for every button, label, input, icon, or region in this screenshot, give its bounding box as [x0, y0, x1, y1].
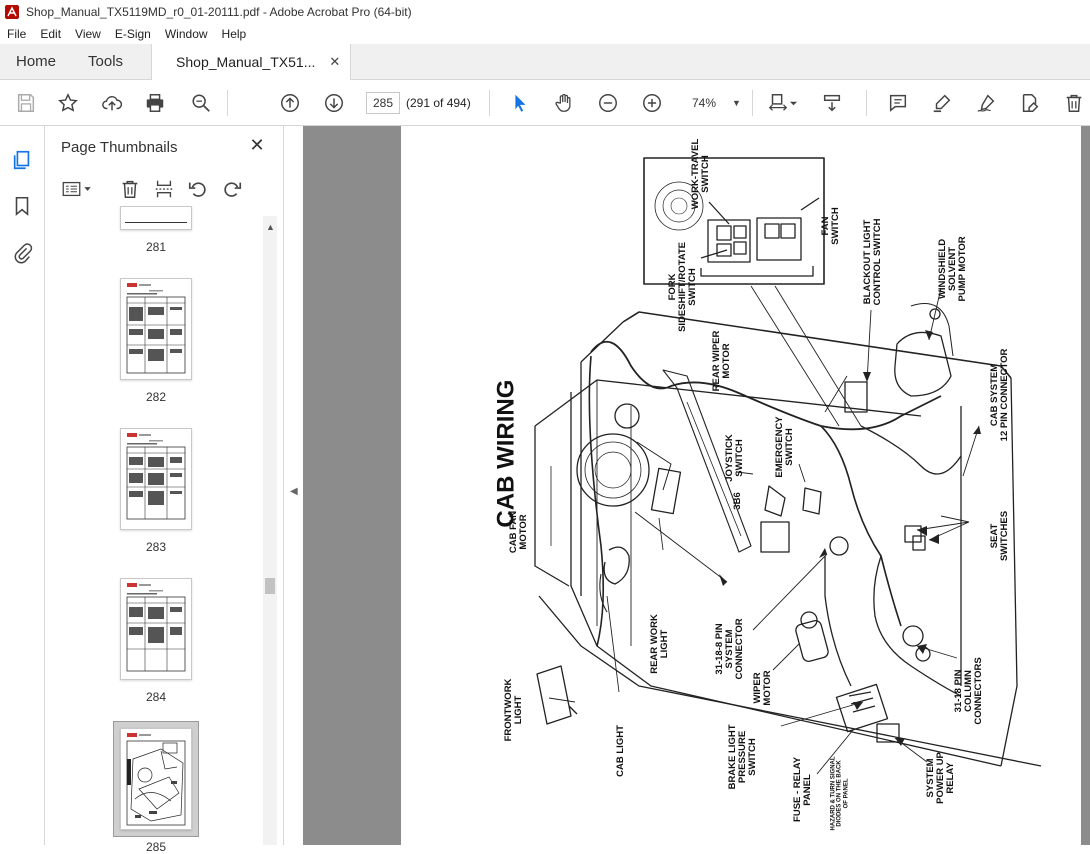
print-icon[interactable]: [139, 87, 171, 119]
label-hazard-note: HAZARD & TURN SIGNAL DIODES ON THE BACK …: [830, 756, 850, 831]
zoom-in-icon[interactable]: [636, 87, 668, 119]
menu-window[interactable]: Window: [164, 27, 208, 41]
label-column-connectors: 31-18 PIN COLUMN CONNECTORS: [953, 657, 984, 725]
page-thumbnail-284[interactable]: [120, 578, 192, 680]
tab-document[interactable]: Shop_Manual_TX51... ✕: [151, 44, 352, 80]
hand-tool-icon[interactable]: [548, 87, 580, 119]
tab-tools[interactable]: Tools: [88, 53, 124, 70]
menu-edit[interactable]: Edit: [40, 27, 62, 41]
label-rear-work-light: REAR WORK LIGHT: [649, 614, 670, 674]
title-bar: Shop_Manual_TX5119MD_r0_01-20111.pdf - A…: [0, 0, 1090, 24]
menu-file[interactable]: File: [7, 27, 27, 41]
tab-bar: Home Tools Shop_Manual_TX51... ✕: [0, 44, 1090, 80]
label-system-connector: 31-18-8 PIN SYSTEM CONNECTOR: [714, 618, 745, 680]
zoom-out-icon[interactable]: [592, 87, 624, 119]
page-thumbnail-281[interactable]: [120, 206, 192, 230]
left-navigation-rail: [0, 126, 45, 845]
label-cab-light: CAB LIGHT: [615, 725, 627, 777]
thumbnail-label: 284: [145, 690, 167, 704]
label-cab-system-connector: CAB SYSTEM 12 PIN CONNECTOR: [989, 348, 1010, 442]
label-fork-sideshift-switch: FORK SIDESHIFT/ROTATE SWITCH: [667, 242, 698, 332]
cab-wiring-diagram: [534, 157, 1042, 775]
tab-home[interactable]: Home: [16, 53, 57, 70]
toolbar-separator: [227, 90, 228, 116]
attachment-paperclip-icon[interactable]: [10, 240, 34, 264]
zoom-level-dropdown[interactable]: 74% ▼: [680, 92, 744, 114]
delete-pages-icon[interactable]: [117, 176, 143, 202]
delete-trash-icon[interactable]: [1058, 87, 1090, 119]
select-cursor-icon[interactable]: [504, 87, 536, 119]
next-page-icon[interactable]: [318, 87, 350, 119]
label-blackout-light-switch: BLACKOUT LIGHT CONTROL SWITCH: [862, 218, 883, 306]
save-icon[interactable]: [10, 87, 42, 119]
scroll-up-arrow-icon[interactable]: ▲: [266, 222, 275, 232]
fill-sign-icon[interactable]: [1014, 87, 1046, 119]
rotate-counterclockwise-icon[interactable]: [185, 176, 211, 202]
draw-sign-icon[interactable]: [970, 87, 1002, 119]
thumbnail-label: 283: [145, 540, 167, 554]
menu-bar: File Edit View E-Sign Window Help: [0, 24, 1090, 44]
page-number-input[interactable]: 285: [366, 92, 400, 114]
close-tab-icon[interactable]: ✕: [329, 54, 341, 69]
label-joystick-switch: JOYSTICK SWITCH: [724, 434, 745, 482]
toolbar-separator: [866, 90, 867, 116]
label-fuse-relay-panel: FUSE - RELAY PANEL: [792, 756, 813, 822]
document-tab-label: Shop_Manual_TX51...: [176, 54, 316, 70]
scrollbar-thumb[interactable]: [265, 578, 275, 594]
label-fan-switch: FAN SWITCH: [820, 207, 841, 245]
page-fit-icon[interactable]: [762, 87, 794, 119]
pdf-page: CAB WIRING WORK-TRAVEL SWITCH FAN SWITCH…: [401, 126, 1081, 845]
label-power-up-relay: SYSTEM POWER UP RELAY: [925, 752, 956, 804]
menu-view[interactable]: View: [75, 27, 101, 41]
label-windshield-pump-motor: WINDSHIELD SOLVENT PUMP MOTOR: [937, 236, 968, 302]
thumbnail-list: 281 282: [45, 206, 263, 854]
label-seat-switches: SEAT SWITCHES: [989, 510, 1010, 562]
upload-cloud-icon[interactable]: [96, 87, 128, 119]
toolbar-separator: [489, 90, 490, 116]
label-front-work-light: FRONTWORK LIGHT: [503, 678, 524, 742]
label-brake-light-switch: BRAKE LIGHT PRESSURE SWITCH: [727, 724, 758, 790]
toolbar: 285 (291 of 494) 74% ▼: [0, 80, 1090, 126]
page-thumbnail-282[interactable]: [120, 278, 192, 380]
page-count: (291 of 494): [406, 96, 471, 110]
previous-page-icon[interactable]: [274, 87, 306, 119]
comment-icon[interactable]: [882, 87, 914, 119]
label-wiper-motor: WIPER MOTOR: [752, 670, 773, 706]
thumbnail-label: 285: [145, 840, 167, 854]
collapse-left-arrow-icon[interactable]: ◀: [290, 486, 298, 497]
document-viewport[interactable]: CAB WIRING WORK-TRAVEL SWITCH FAN SWITCH…: [303, 126, 1090, 845]
label-rear-wiper-motor: REAR WIPER MOTOR: [711, 330, 732, 392]
chevron-down-icon: ▼: [732, 98, 741, 108]
thumbnail-label: 282: [145, 390, 167, 404]
label-work-travel-switch: WORK-TRAVEL SWITCH: [690, 138, 711, 210]
page-thumbnail-285[interactable]: [120, 728, 192, 830]
extract-pages-icon[interactable]: [151, 176, 177, 202]
page-thumbnails-icon[interactable]: [10, 148, 34, 172]
acrobat-app-icon: [5, 5, 19, 19]
scroll-mode-icon[interactable]: [816, 87, 848, 119]
zoom-search-icon[interactable]: [185, 87, 217, 119]
thumbnail-toolbar: [59, 176, 279, 202]
panel-title: Page Thumbnails: [61, 139, 178, 156]
bookmark-icon[interactable]: [10, 194, 34, 218]
label-3b6: 3B6: [732, 492, 744, 510]
rotate-clockwise-icon[interactable]: [219, 176, 245, 202]
window-title: Shop_Manual_TX5119MD_r0_01-20111.pdf - A…: [26, 5, 412, 19]
thumbnail-options-icon[interactable]: [59, 176, 95, 202]
label-cab-fan-motor: CAB FAN MOTOR: [508, 510, 529, 554]
thumbnail-label: 281: [145, 240, 167, 254]
panel-collapse-handle[interactable]: ◀: [284, 126, 303, 845]
zoom-level-value: 74%: [692, 96, 717, 110]
menu-esign[interactable]: E-Sign: [114, 27, 151, 41]
toolbar-separator: [752, 90, 753, 116]
highlight-pen-icon[interactable]: [926, 87, 958, 119]
thumbnail-scrollbar[interactable]: ▲: [263, 216, 277, 845]
page-fit-dropdown-icon[interactable]: [786, 87, 800, 119]
star-icon[interactable]: [52, 87, 84, 119]
close-panel-icon[interactable]: ✕: [249, 134, 265, 155]
page-thumbnails-panel: Page Thumbnails ✕ 281: [45, 126, 284, 854]
menu-help[interactable]: Help: [221, 27, 247, 41]
page-thumbnail-283[interactable]: [120, 428, 192, 530]
label-emergency-switch: EMERGENCY SWITCH: [774, 416, 795, 478]
